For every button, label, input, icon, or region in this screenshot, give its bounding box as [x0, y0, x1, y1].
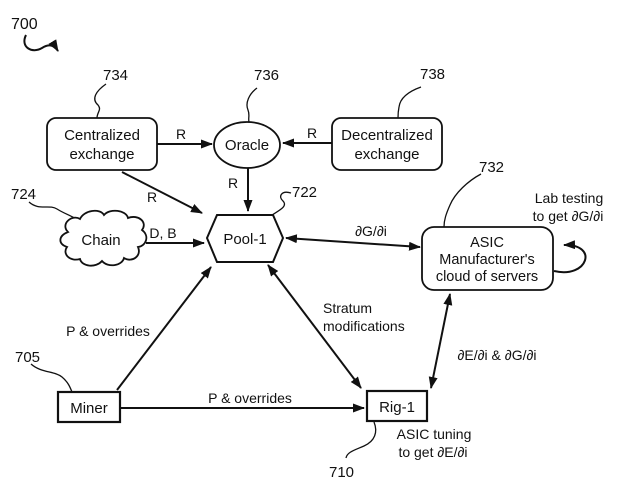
chain-label: Chain: [81, 232, 120, 249]
node-centralized-exchange: Centralized exchange: [46, 117, 158, 171]
arrow-pool-rig-bidirectional: [267, 264, 362, 389]
leader-738: [397, 86, 422, 119]
ref-722: 722: [292, 184, 317, 201]
label-r-oracle-pool: R: [228, 175, 238, 191]
label-stratum-line1: Stratum: [323, 300, 372, 316]
pool-1-hexagon: [205, 214, 285, 263]
asic-cloud-label-line3: cloud of servers: [436, 269, 538, 285]
centralized-exchange-box: [46, 117, 158, 171]
ref-738: 738: [420, 66, 445, 83]
ref-732: 732: [479, 159, 504, 176]
label-stratum-line2: modifications: [323, 318, 405, 334]
leader-722: [271, 191, 292, 216]
leader-734: [94, 83, 107, 119]
arrow-miner-to-pool: [116, 266, 212, 391]
node-decentralized-exchange: Decentralized exchange: [331, 117, 443, 171]
asic-cloud-label-line2: Manufacturer's: [439, 252, 534, 268]
arrow-rig-asic-bidirectional: [428, 293, 453, 389]
oracle-label: Oracle: [225, 137, 269, 154]
arrow-asic-self-loop: [553, 240, 587, 274]
decentralized-exchange-label-line2: exchange: [354, 146, 419, 163]
label-p-overrides-diagonal: P & overrides: [66, 323, 150, 339]
label-asic-tuning-line2: to get ∂E/∂i: [398, 444, 467, 460]
leader-732: [443, 173, 482, 228]
ref-705: 705: [15, 349, 40, 366]
node-rig-1: Rig-1: [365, 389, 429, 423]
asic-cloud-label-line1: ASIC: [470, 235, 504, 251]
ref-734: 734: [103, 67, 128, 84]
node-oracle: Oracle: [213, 121, 281, 169]
arrow-pool-asic-bidirectional: [285, 234, 421, 251]
rig-1-box: [365, 389, 429, 423]
node-chain: Chain: [59, 209, 148, 267]
decentralized-exchange-label-line1: Decentralized: [341, 127, 433, 144]
ref-736: 736: [254, 67, 279, 84]
label-asic-tuning-line1: ASIC tuning: [397, 426, 472, 442]
leader-724: [28, 201, 77, 220]
label-d-b: D, B: [149, 225, 176, 241]
figure-ref-arrow: [23, 34, 59, 52]
pool-1-label: Pool-1: [223, 231, 266, 248]
decentralized-exchange-box: [331, 117, 443, 171]
label-lab-testing-line1: Lab testing: [535, 190, 604, 206]
label-r-ce-pool: R: [147, 189, 157, 205]
chain-cloud: [59, 209, 148, 267]
figure-ref-700: 700: [11, 16, 38, 33]
label-p-overrides-horizontal: P & overrides: [208, 390, 292, 406]
centralized-exchange-label-line2: exchange: [69, 146, 134, 163]
asic-cloud-box: [421, 226, 554, 291]
oracle-ellipse: [213, 121, 281, 169]
miner-label: Miner: [70, 400, 108, 417]
node-miner: Miner: [56, 390, 122, 424]
miner-box: [56, 390, 122, 424]
leader-710: [345, 421, 377, 459]
label-r-ce-oracle: R: [176, 126, 186, 142]
node-asic-cloud-of-servers: ASIC Manufacturer's cloud of servers: [421, 226, 554, 291]
node-pool-1: Pool-1: [205, 214, 285, 263]
label-lab-testing-line2: to get ∂G/∂i: [533, 208, 604, 224]
leader-736: [246, 87, 258, 123]
rig-1-label: Rig-1: [379, 399, 415, 416]
ref-724: 724: [11, 186, 36, 203]
leader-705: [30, 363, 73, 393]
label-de-di-and-dg-di: ∂E/∂i & ∂G/∂i: [457, 347, 536, 363]
ref-710: 710: [329, 464, 354, 481]
arrow-centralized-exchange-to-pool: [121, 171, 203, 214]
centralized-exchange-label-line1: Centralized: [64, 127, 140, 144]
label-dg-di: ∂G/∂i: [355, 223, 387, 239]
label-r-de-oracle: R: [307, 125, 317, 141]
